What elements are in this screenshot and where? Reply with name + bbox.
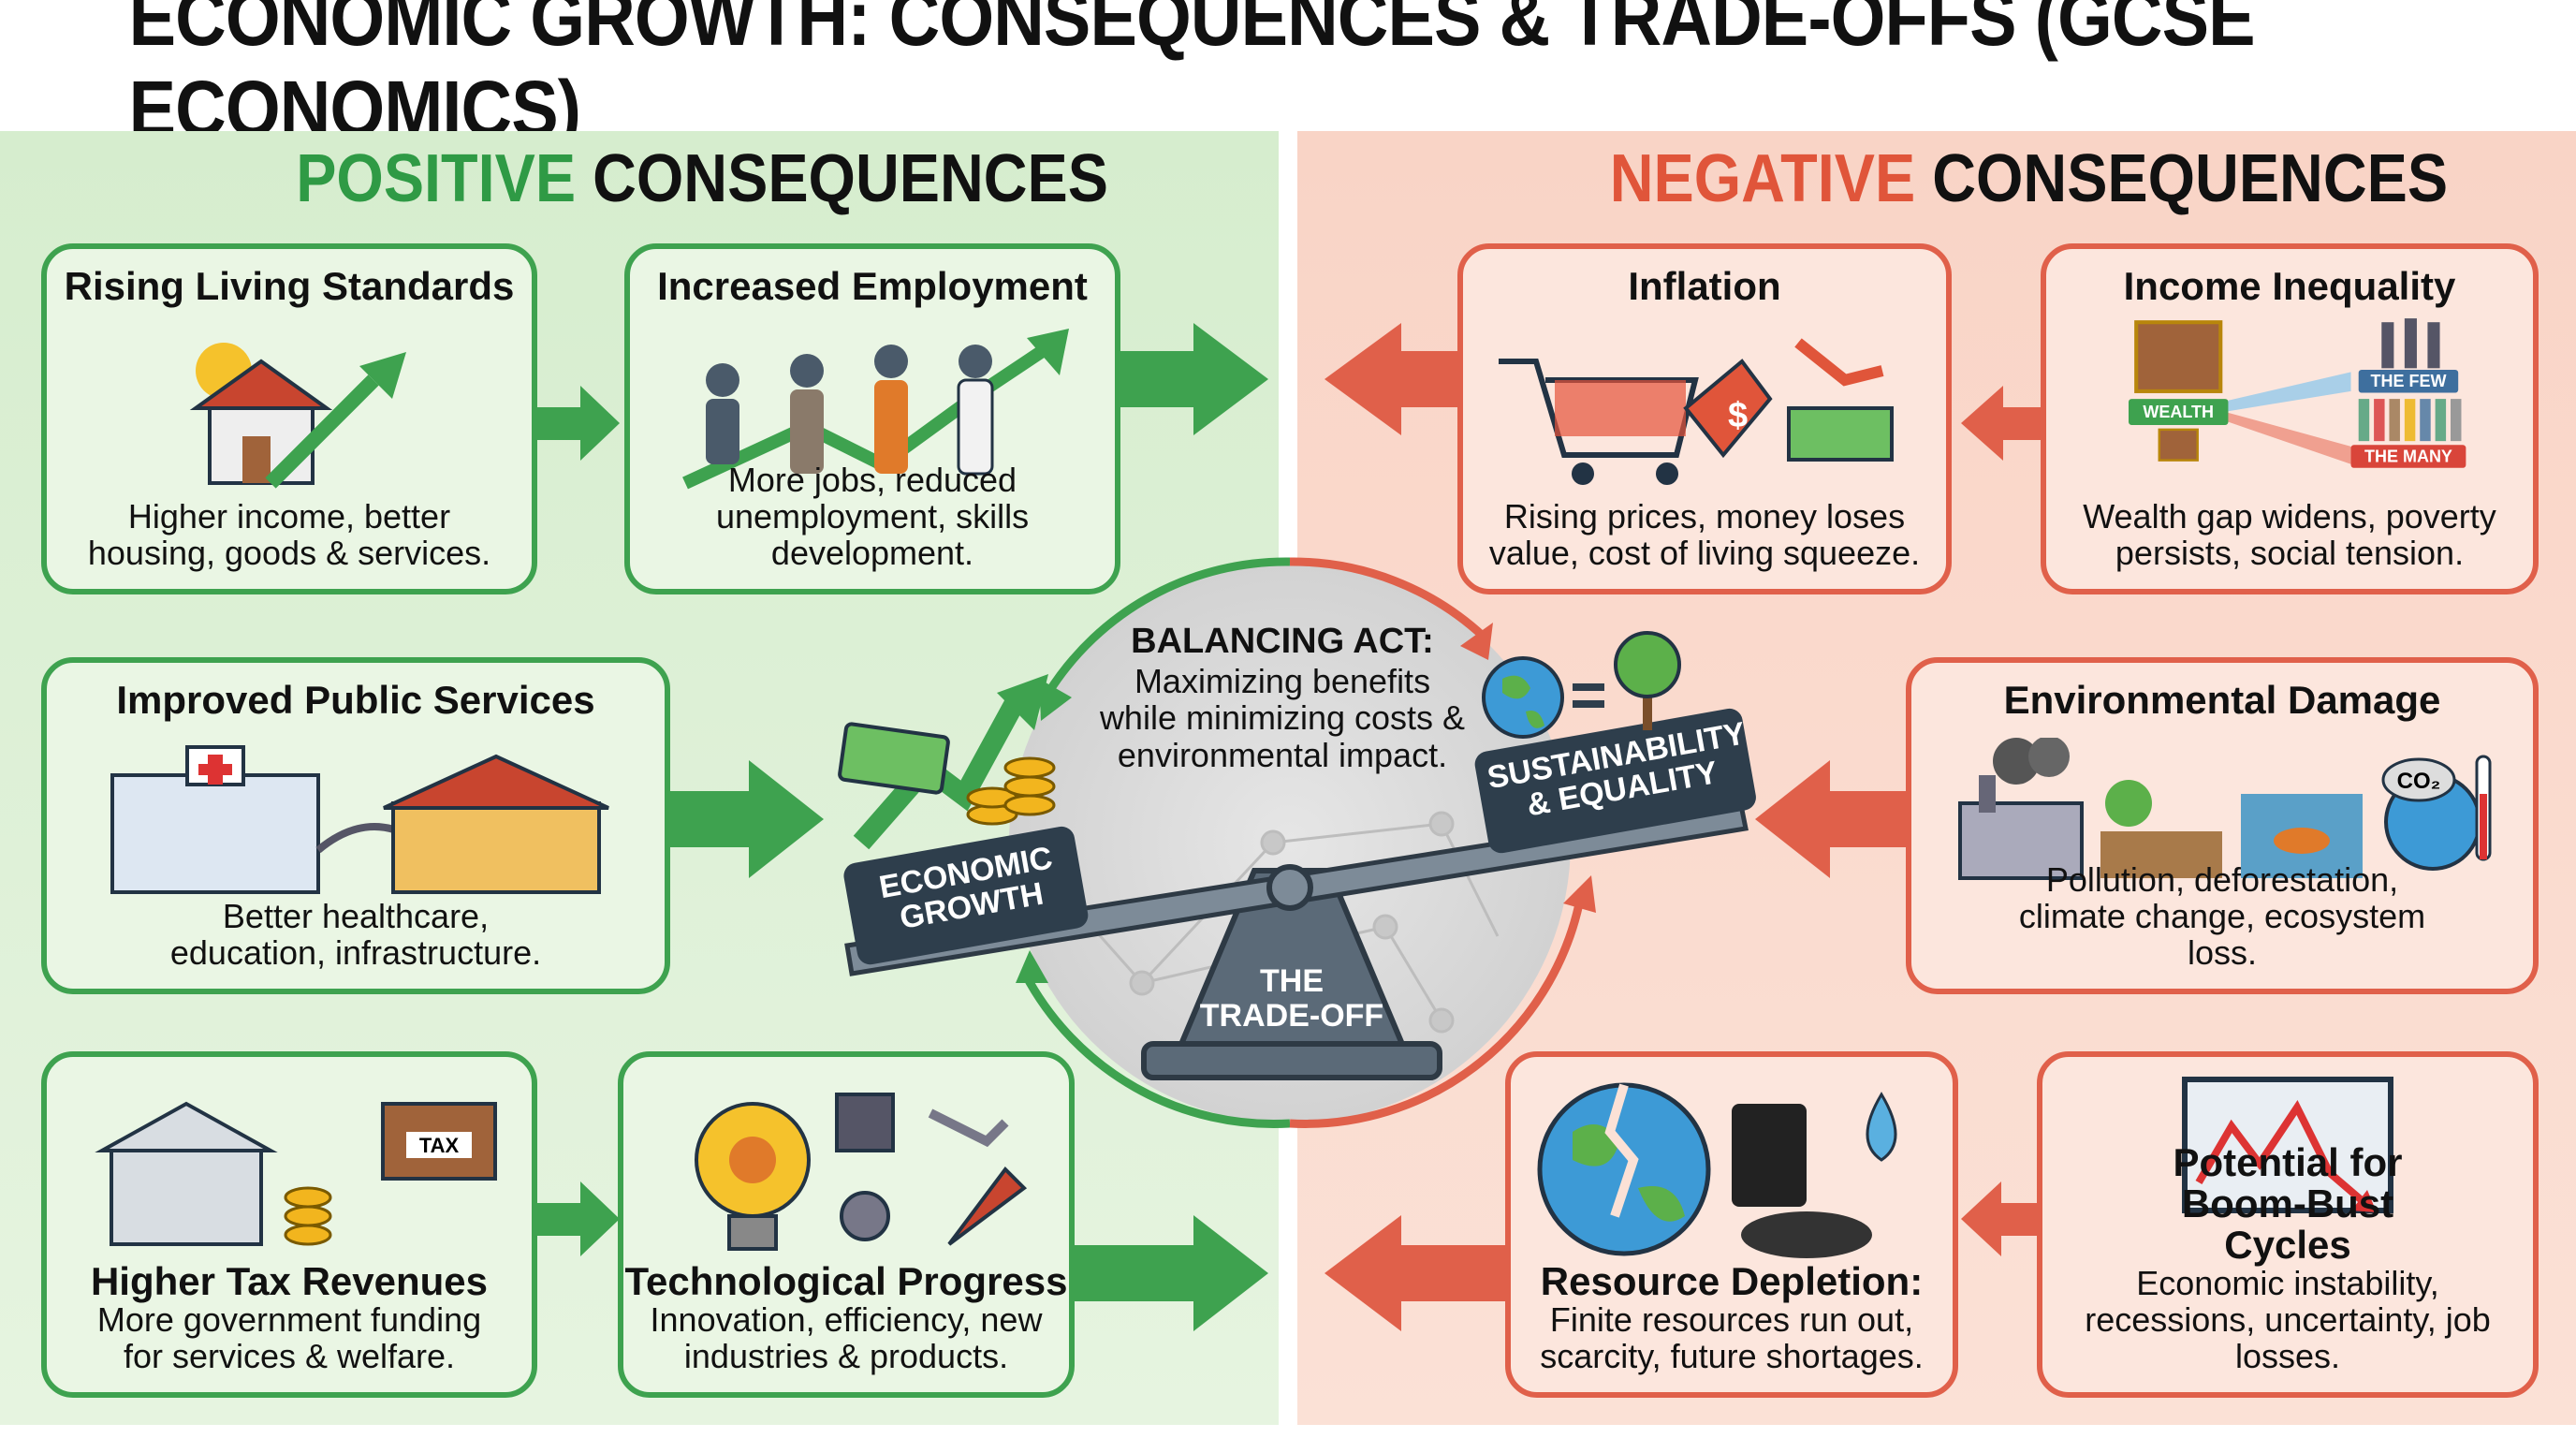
box-title: Technological Progress xyxy=(624,1258,1068,1303)
crash-chart-icon xyxy=(2042,1070,2533,1229)
co2-label: CO₂ xyxy=(2397,769,2441,794)
box-title: Environmental Damage xyxy=(2003,678,2441,722)
box-environmental-damage: Environmental Damage CO₂ Pollution, defo… xyxy=(1906,657,2539,994)
box-description: Higher income, better housing, goods & s… xyxy=(87,497,491,573)
workers-icon xyxy=(630,324,1115,492)
svg-text:$: $ xyxy=(1728,396,1748,435)
government-tax-icon: TAX xyxy=(47,1076,532,1263)
cycle-arrow-green-top xyxy=(1045,557,1291,696)
box-inflation: Inflation $ Rising prices, money loses v… xyxy=(1457,243,1952,594)
box-title: Income Inequality xyxy=(2123,264,2456,308)
balancing-act-heading: BALANCING ACT: xyxy=(1131,622,1434,661)
balancing-act-text: Maximizing benefits while minimizing cos… xyxy=(1099,661,1466,774)
wealth-gap-icon: WEALTH THE FEW THE MANY xyxy=(2046,315,2533,476)
box-text: Resource Depletion:Finite resources run … xyxy=(1511,1260,1953,1375)
tax-label: TAX xyxy=(419,1134,460,1157)
box-description: More jobs, reduced unemployment, skills … xyxy=(715,461,1030,573)
economic-growth-block xyxy=(843,826,1089,965)
box-description: More government funding for services & w… xyxy=(96,1300,482,1376)
the-few-label: THE FEW xyxy=(2370,372,2446,390)
cycle-arrow-red-top xyxy=(1289,557,1487,640)
growth-arrow-icon xyxy=(853,687,1030,850)
page-title: ECONOMIC GROWTH: CONSEQUENCES & TRADE-OF… xyxy=(128,0,2256,153)
box-title: Inflation xyxy=(1628,264,1781,308)
box-title: Higher Tax Revenues xyxy=(90,1258,489,1303)
balancing-act: BALANCING ACT: Maximizing benefits while… xyxy=(1095,622,1470,773)
box-improved-public-services: Improved Public Services Better healthca… xyxy=(41,657,670,994)
box-title: Improved Public Services xyxy=(116,678,595,722)
box-description: Better healthcare, education, infrastruc… xyxy=(169,897,542,973)
house-growth-icon xyxy=(47,324,532,492)
box-description: Economic instability, recessions, uncert… xyxy=(2085,1264,2491,1376)
tree-icon xyxy=(1643,683,1652,730)
box-description: Innovation, efficiency, new industries &… xyxy=(650,1300,1043,1376)
positive-heading: POSITIVE CONSEQUENCES xyxy=(296,141,1108,216)
box-description: Finite resources run out, scarcity, futu… xyxy=(1540,1300,1924,1376)
box-description: Wealth gap widens, poverty persists, soc… xyxy=(2083,497,2496,573)
banknote-icon xyxy=(838,722,950,795)
the-many-label: THE MANY xyxy=(2364,447,2452,465)
negative-heading: NEGATIVE CONSEQUENCES xyxy=(1609,141,2449,216)
shopping-cart-price-icon: $ xyxy=(1463,324,1946,492)
cycle-arrow-green-bottom xyxy=(1021,971,1291,1128)
box-increased-employment: Increased Employment More jobs, reduced … xyxy=(624,243,1120,594)
box-title: Increased Employment xyxy=(657,264,1088,308)
wealth-label: WEALTH xyxy=(2143,403,2214,421)
box-rising-living-standards: Rising Living Standards Higher income, b… xyxy=(41,243,537,594)
box-title: Rising Living Standards xyxy=(64,264,515,308)
box-resource-depletion: Resource Depletion:Finite resources run … xyxy=(1505,1051,1958,1398)
negative-flow-arrows xyxy=(1325,323,2041,1331)
trade-off-label: THE TRADE-OFF xyxy=(1199,963,1384,1034)
box-title: Potential for Boom-Bust Cycles xyxy=(2173,1140,2403,1268)
sustainability-block xyxy=(1474,708,1756,854)
coins-icon xyxy=(966,756,1056,826)
earth-icon xyxy=(1482,656,1564,739)
pollution-icon: CO₂ xyxy=(1911,738,2533,888)
box-description: Pollution, deforestation, climate change… xyxy=(2018,860,2426,973)
cycle-arrow-red-bottom xyxy=(1289,888,1587,1128)
box-description: Rising prices, money loses value, cost o… xyxy=(1488,497,1921,573)
lightbulb-gear-icon xyxy=(623,1076,1069,1263)
cracked-earth-oil-icon xyxy=(1511,1076,1953,1263)
positive-flow-arrows xyxy=(537,323,1268,1331)
box-title: Resource Depletion: xyxy=(1540,1258,1924,1303)
hospital-school-icon xyxy=(47,738,665,897)
